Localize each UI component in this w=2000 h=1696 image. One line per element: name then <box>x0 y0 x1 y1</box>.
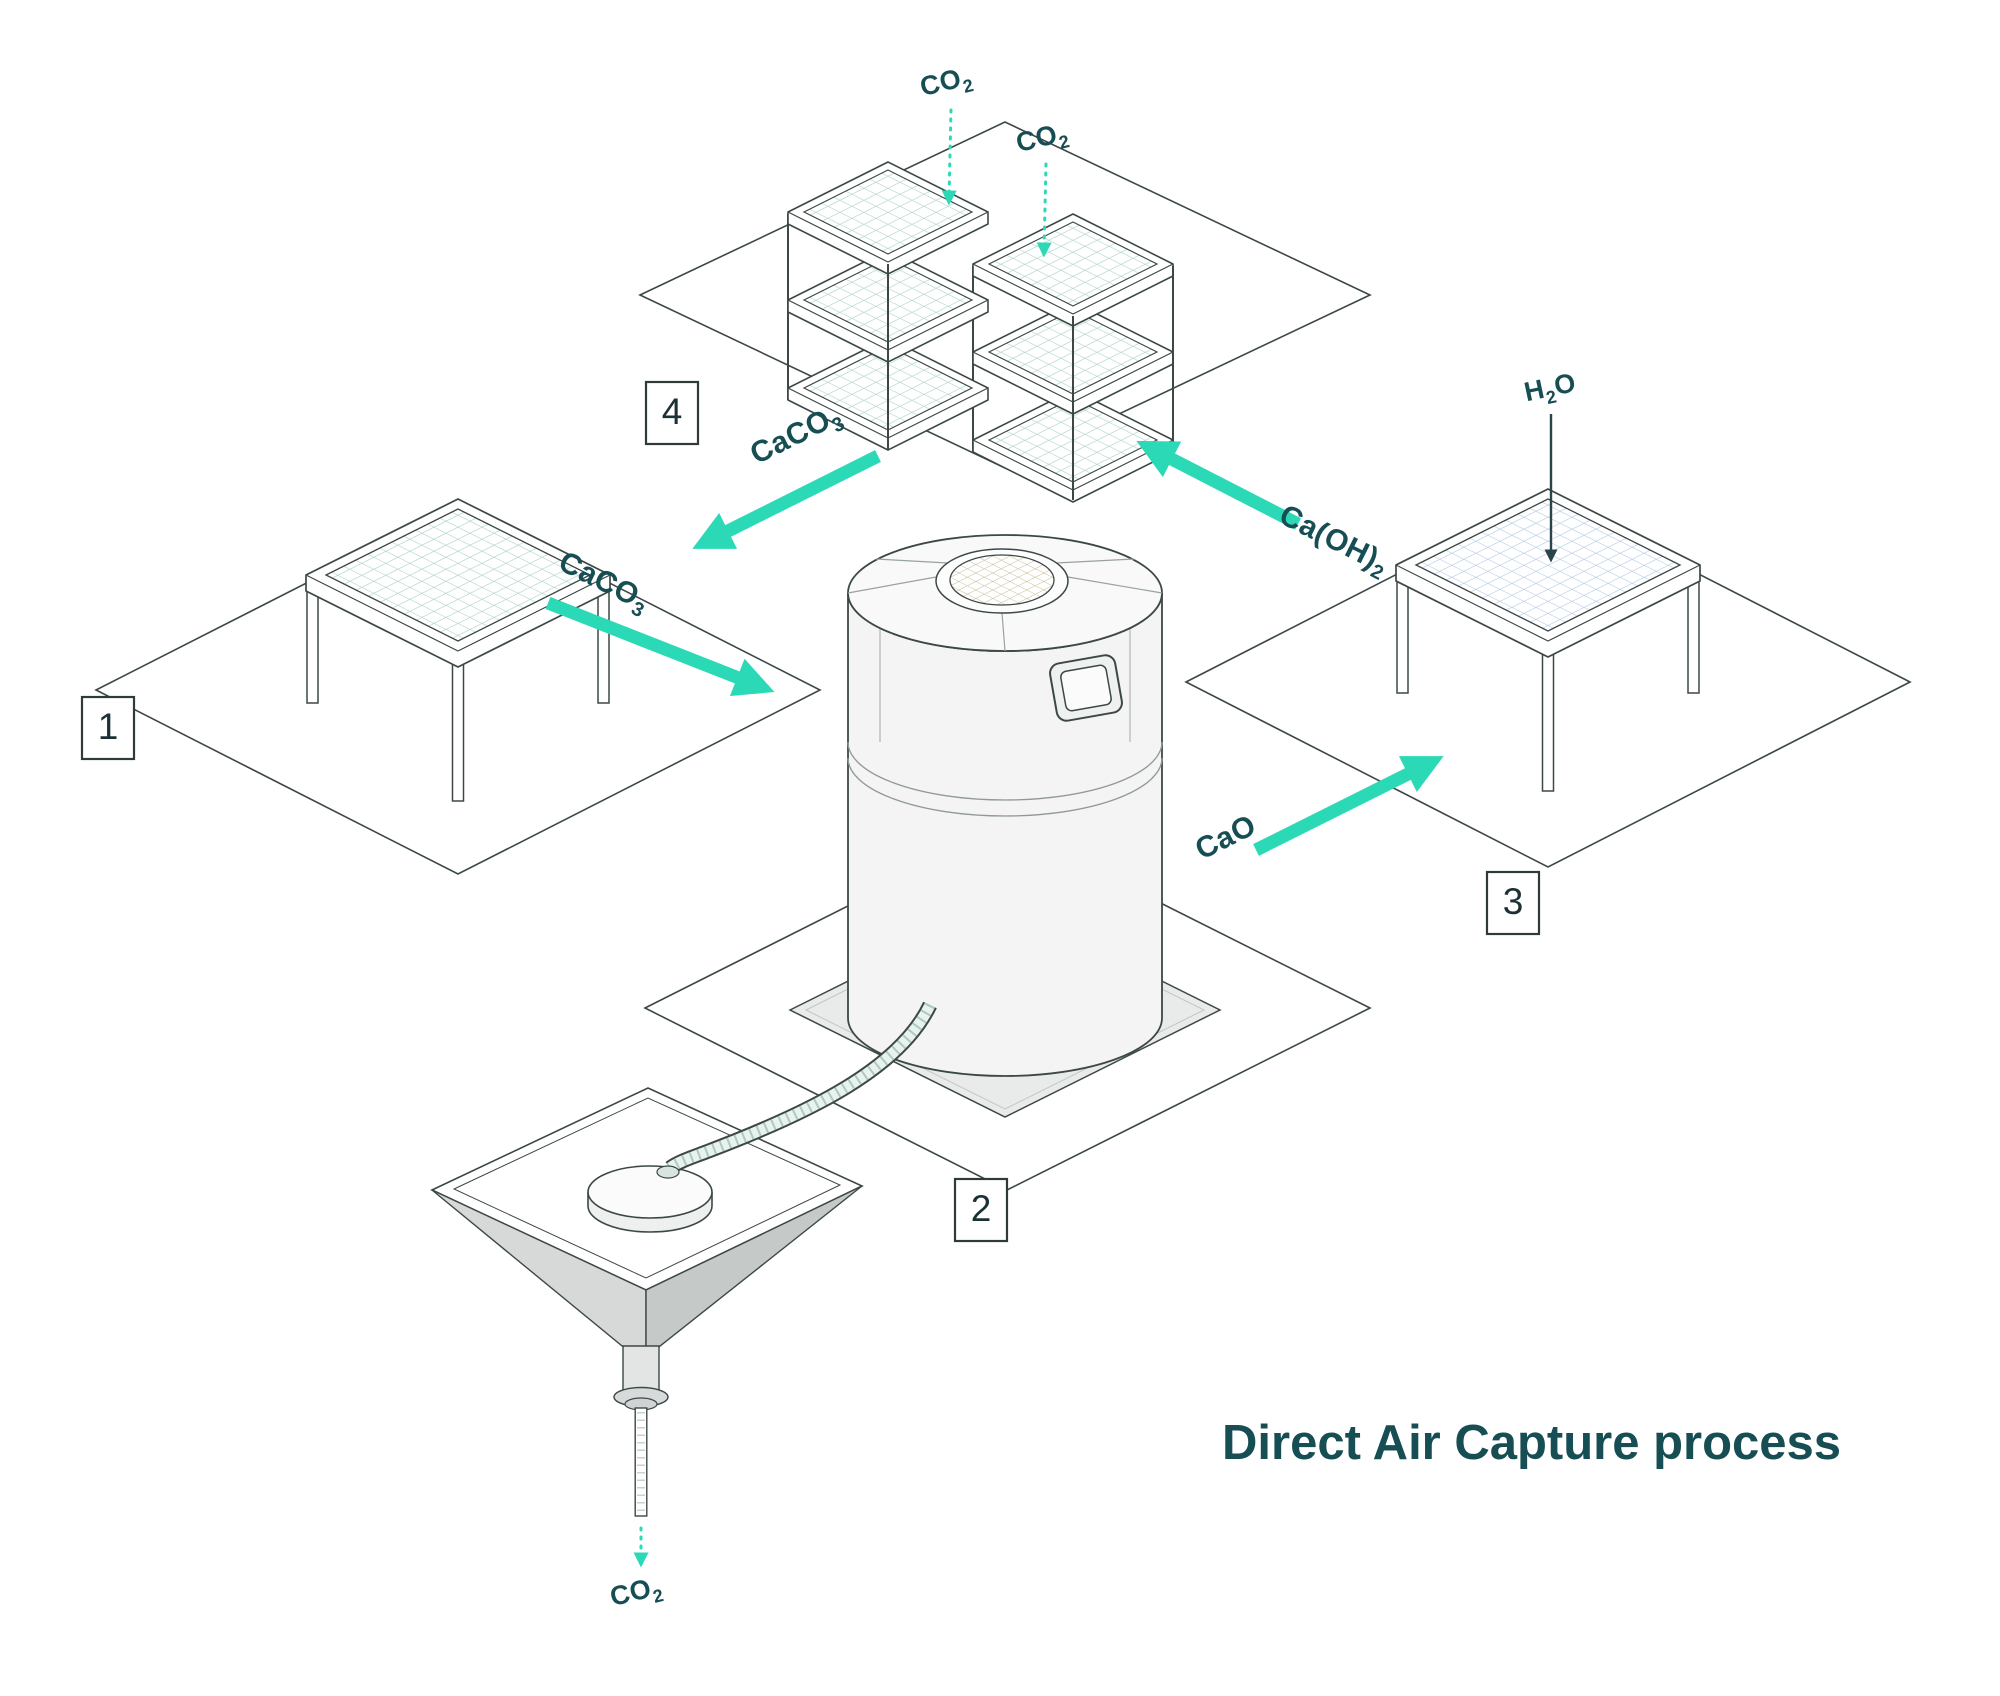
co2-in-arrow-b <box>1036 162 1052 258</box>
rack-front-posts <box>887 264 1174 500</box>
tray-rack <box>787 161 1174 503</box>
caco3-mesh <box>324 508 592 642</box>
caco3-tray-table <box>305 498 611 802</box>
station-1-badge <box>80 695 136 761</box>
station-4-number: 4 <box>662 391 683 432</box>
co2-separator <box>430 1087 864 1517</box>
funnel-opening-rim <box>452 1097 842 1279</box>
co2-in-label-a: CO2 <box>917 60 976 107</box>
station-2-number: 2 <box>971 1188 992 1229</box>
flow-label-cao-to-3: CaO <box>1190 809 1261 867</box>
station-1-platform: 1 <box>80 498 822 875</box>
calciner-seam-band <box>847 741 1163 817</box>
co2-collector <box>587 1165 713 1233</box>
calciner-hatch <box>1049 654 1123 722</box>
diagram-title: Direct Air Capture process <box>1222 1416 1841 1470</box>
station-4-badge <box>644 380 700 446</box>
flow-arrow-caco3-to-2 <box>545 596 775 697</box>
slaker-mesh <box>1414 498 1682 632</box>
collector-disc-top <box>587 1165 713 1219</box>
calciner-hose <box>656 1001 937 1179</box>
flow-arrow-caco3-to-1 <box>692 450 881 549</box>
flow-cao-to-station-3: CaO <box>1190 756 1444 867</box>
co2-in-arrow-a <box>941 108 957 206</box>
flow-label-caoh2-to-4: Ca(OH)2 <box>1272 498 1395 585</box>
flow-arrow-cao-to-3 <box>1253 756 1444 856</box>
calciner-top-seams <box>847 558 1163 652</box>
calciner-vessel <box>847 534 1163 1077</box>
station-2-badge <box>953 1177 1009 1243</box>
flow-caoh2-to-station-4: Ca(OH)2 <box>1136 440 1395 585</box>
hose-connector <box>656 1165 680 1179</box>
flow-arrow-caoh2-to-4 <box>1136 440 1301 530</box>
calciner-opening-mesh <box>949 554 1055 606</box>
funnel-spout <box>634 1407 648 1517</box>
station-1-number: 1 <box>98 706 119 747</box>
slaker-tray-table <box>1395 488 1701 792</box>
station-3-badge <box>1485 870 1541 936</box>
station-3-platform: 3 H2O <box>1184 367 1912 936</box>
co2-outlet: CO2 <box>607 1526 666 1617</box>
station-3-number: 3 <box>1503 881 1524 922</box>
station-4-platform: 4 <box>638 121 1372 469</box>
calciner-panel-lines <box>879 629 1131 742</box>
platform-4-surface <box>638 121 1372 469</box>
hose-texture <box>666 1002 935 1173</box>
h2o-in-label: H2O <box>1522 367 1580 412</box>
co2-out-label: CO2 <box>607 1570 666 1617</box>
